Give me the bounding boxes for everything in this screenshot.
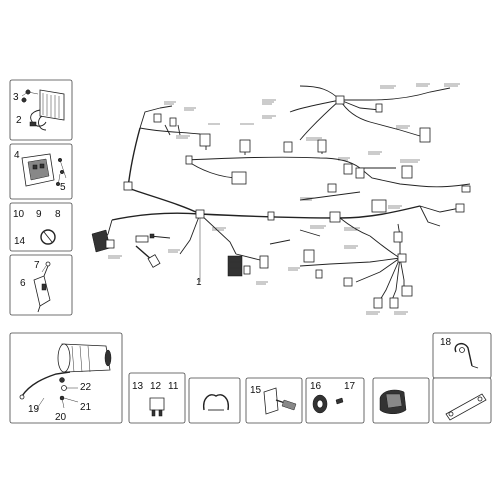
cdi-unit-frame xyxy=(9,143,73,200)
small-screw-icon xyxy=(335,397,344,405)
callout-12: 12 xyxy=(150,381,162,392)
main-wiring-harness xyxy=(103,85,471,301)
starter-cable-icon xyxy=(19,371,71,400)
harness-labels xyxy=(108,83,460,315)
fuse-box-icon xyxy=(227,255,251,277)
voltage-regulator-icon xyxy=(29,89,65,131)
bolt-icon xyxy=(55,157,67,187)
callout-22: 22 xyxy=(80,382,92,393)
callout-13: 13 xyxy=(132,381,144,392)
regulator-frame xyxy=(9,79,73,141)
plug-cap-frame xyxy=(245,377,303,424)
starter-motor-frame xyxy=(9,332,123,424)
clip-frame xyxy=(9,202,73,252)
callout-14: 14 xyxy=(14,236,26,247)
fuse-frame xyxy=(128,372,186,424)
blade-fuse-icon xyxy=(149,397,165,417)
callout-numbers: 1 2 3 4 5 6 7 8 9 10 11 12 13 14 15 16 1… xyxy=(13,92,452,423)
cable-tie-ring-icon xyxy=(40,229,56,245)
rubber-grommet-icon xyxy=(312,394,328,414)
cable-bracket-icon xyxy=(454,342,479,369)
spark-plug-boot-icon xyxy=(263,387,297,415)
callout-10: 10 xyxy=(13,209,25,220)
cable-clamp-icon xyxy=(202,394,230,411)
callout-20: 20 xyxy=(55,412,67,423)
rubber-strap-icon xyxy=(445,393,487,421)
callout-15: 15 xyxy=(250,385,262,396)
cover-frame xyxy=(372,377,430,424)
callout-17: 17 xyxy=(344,381,356,392)
callout-2: 2 xyxy=(16,115,22,126)
callout-18: 18 xyxy=(440,337,452,348)
leader-lines xyxy=(21,91,201,411)
callout-6: 6 xyxy=(20,278,26,289)
callout-21: 21 xyxy=(80,402,92,413)
callout-9: 9 xyxy=(36,209,42,220)
callout-4: 4 xyxy=(14,150,20,161)
callout-1: 1 xyxy=(196,277,202,288)
coil-frame xyxy=(9,254,73,316)
callout-19: 19 xyxy=(28,404,40,415)
harness-connectors xyxy=(123,95,471,309)
ignition-switch-icon xyxy=(91,229,115,253)
strap-frame xyxy=(432,377,492,424)
grommet-frame xyxy=(305,377,365,424)
rubber-cover-icon xyxy=(379,389,407,414)
callout-3: 3 xyxy=(13,92,19,103)
spark-plug-cap-icon xyxy=(135,245,161,268)
callout-7: 7 xyxy=(34,260,40,271)
callout-5: 5 xyxy=(60,182,66,193)
starter-motor-icon xyxy=(57,343,112,373)
ignition-coil-icon xyxy=(33,261,51,313)
callout-16: 16 xyxy=(310,381,322,392)
callout-11: 11 xyxy=(168,381,179,392)
cdi-unit-icon xyxy=(21,153,55,187)
callout-8: 8 xyxy=(55,209,61,220)
clamp-frame xyxy=(188,377,241,424)
